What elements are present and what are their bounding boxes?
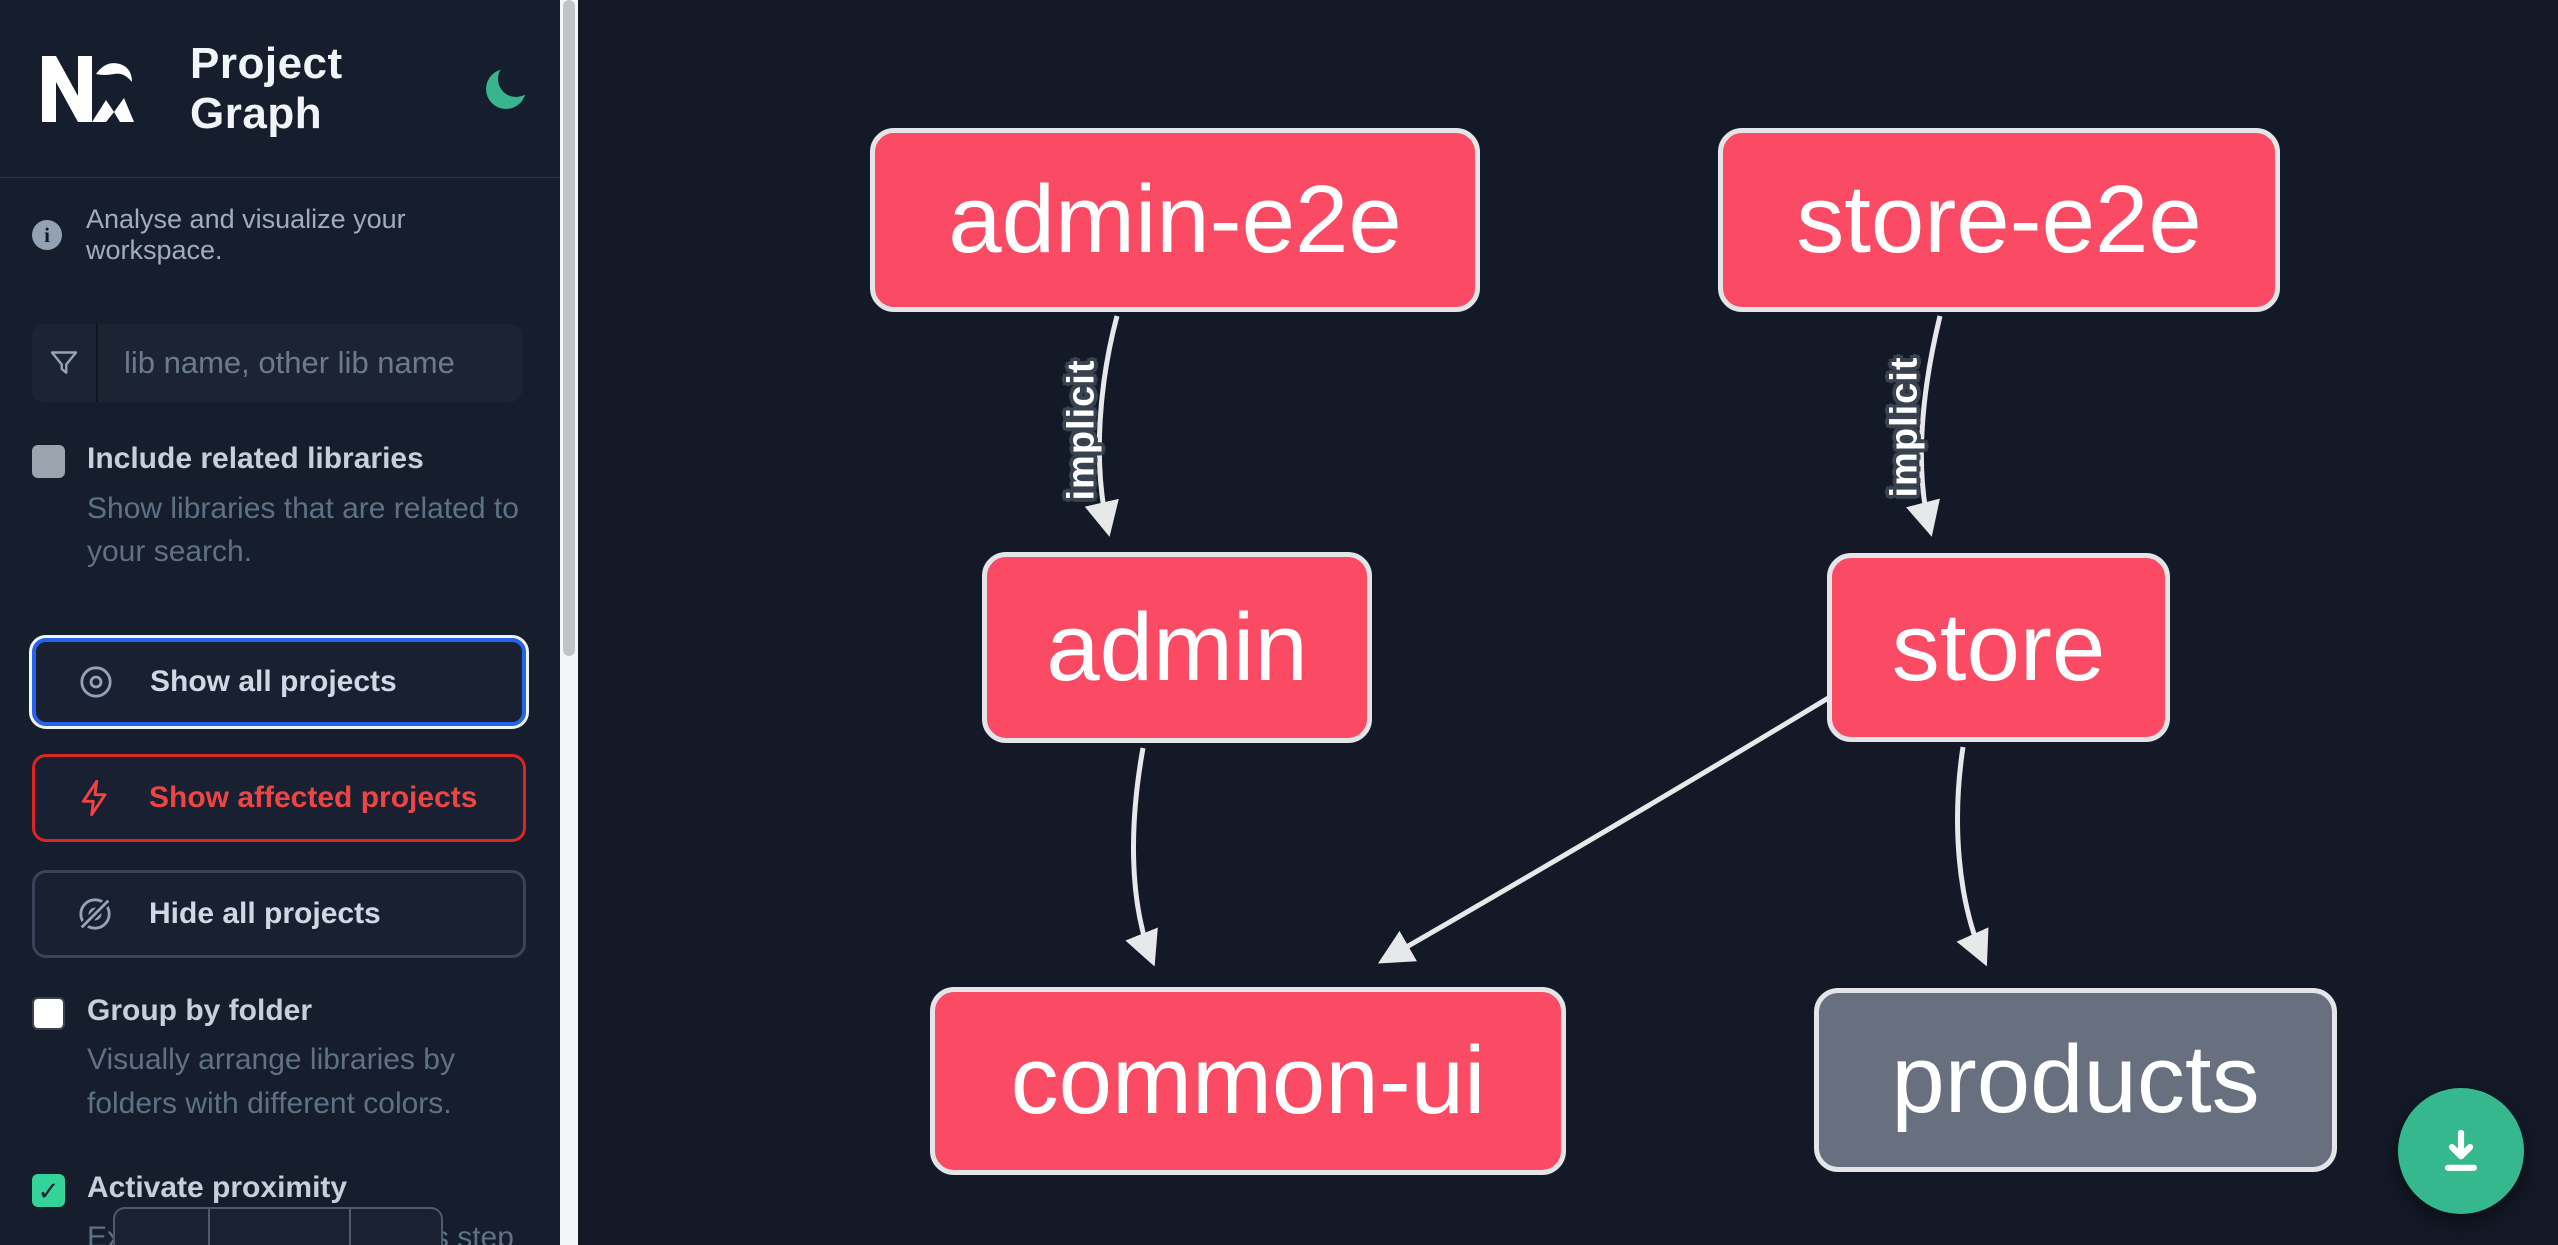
eye-slash-icon <box>77 895 113 932</box>
info-icon: i <box>32 220 62 250</box>
sidebar-scrollbar-track[interactable] <box>560 0 578 1245</box>
group-by-folder-toggle[interactable]: Group by folder Visually arrange librari… <box>0 994 560 1126</box>
check-icon: ✓ <box>37 1175 60 1206</box>
stepper-value <box>209 1207 350 1245</box>
node-store[interactable]: store <box>1827 553 2170 742</box>
node-products[interactable]: products <box>1814 988 2337 1172</box>
include-related-toggle[interactable]: Include related libraries Show libraries… <box>0 442 560 574</box>
stepper-decrement[interactable] <box>113 1207 209 1245</box>
edge-admin-e2e-to-admin <box>1084 315 1120 537</box>
nx-logo <box>42 55 134 122</box>
stepper-increment[interactable] <box>350 1207 443 1245</box>
activate-proximity-label: Activate proximity <box>87 1171 348 1204</box>
show-all-projects-label: Show all projects <box>150 664 397 698</box>
node-admin-e2e[interactable]: admin-e2e <box>870 128 1480 312</box>
node-admin[interactable]: admin <box>982 552 1372 743</box>
edge-admin-to-common-ui <box>1125 747 1158 967</box>
sidebar-header: Project Graph <box>0 0 560 178</box>
proximity-stepper <box>113 1207 443 1245</box>
hide-all-projects-label: Hide all projects <box>149 896 381 930</box>
edge-label-implicit: implicit <box>1060 359 1103 501</box>
tagline-text: Analyse and visualize your workspace. <box>86 204 406 265</box>
bolt-icon <box>81 779 107 816</box>
project-actions: Show all projects Show affected projects… <box>0 634 560 958</box>
node-common-ui[interactable]: common-ui <box>930 987 1566 1175</box>
download-graph-button[interactable] <box>2398 1088 2524 1214</box>
theme-toggle-moon-icon[interactable] <box>486 60 534 109</box>
group-by-folder-checkbox[interactable] <box>32 996 65 1030</box>
sidebar-scrollbar-thumb[interactable] <box>563 0 575 656</box>
include-related-label: Include related libraries <box>87 442 424 475</box>
show-all-projects-button[interactable]: Show all projects <box>29 634 529 729</box>
eye-icon <box>80 665 112 698</box>
tagline-row: i Analyse and visualize your workspace. <box>0 178 560 266</box>
show-affected-projects-button[interactable]: Show affected projects <box>32 753 526 842</box>
graph-edges <box>1084 315 1989 967</box>
funnel-icon <box>32 324 98 402</box>
edge-store-e2e-to-store <box>1906 315 1943 537</box>
group-by-folder-description: Visually arrange libraries by folders wi… <box>87 1043 455 1120</box>
graph-canvas[interactable]: implicit implicit admin-e2e store-e2e ad… <box>578 0 2558 1245</box>
show-affected-projects-label: Show affected projects <box>149 780 478 814</box>
download-icon <box>2444 1129 2478 1171</box>
edge-label-implicit: implicit <box>1883 356 1926 498</box>
edge-store-to-common-ui <box>1377 694 1832 964</box>
page-title: Project Graph <box>190 38 343 138</box>
include-related-description: Show libraries that are related to your … <box>87 491 519 569</box>
group-by-folder-label: Group by folder <box>87 993 312 1027</box>
activate-proximity-checkbox[interactable]: ✓ <box>32 1174 65 1207</box>
edge-store-to-products <box>1955 746 1989 967</box>
include-related-checkbox[interactable] <box>32 445 65 478</box>
filter-input[interactable] <box>98 324 522 402</box>
project-filter-searchbox <box>32 324 522 402</box>
sidebar: Project Graph i Analyse and visualize yo… <box>0 0 560 1245</box>
hide-all-projects-button[interactable]: Hide all projects <box>32 869 526 958</box>
node-store-e2e[interactable]: store-e2e <box>1718 128 2280 312</box>
